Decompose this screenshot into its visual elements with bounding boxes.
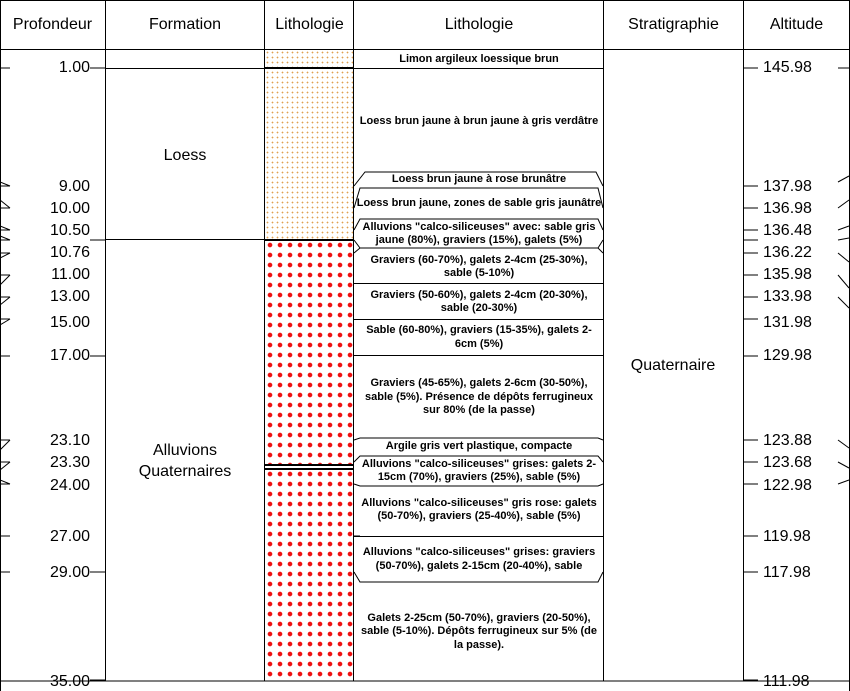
altitude-label: 123.68	[763, 454, 812, 471]
depth-label: 27.00	[49, 528, 90, 545]
formation-alluvions-line1: Alluvions	[152, 442, 218, 459]
header-profondeur: Profondeur	[12, 16, 93, 33]
lithology-boundary	[265, 239, 353, 241]
header-altitude: Altitude	[769, 16, 824, 33]
stratigraphie-label: Quaternaire	[630, 357, 716, 374]
border-left	[0, 0, 1, 691]
description: Graviers (50-60%), galets 2-4cm (20-30%)…	[370, 288, 588, 315]
header-formation: Formation	[148, 16, 222, 33]
altitude-label: 122.98	[763, 477, 812, 494]
formation-alluvions-line2: Quaternaires	[138, 463, 232, 480]
altitude-label: 136.48	[763, 222, 812, 239]
depth-label: 11.00	[51, 266, 90, 283]
column-divider	[264, 0, 265, 681]
depth-label: 29.00	[49, 564, 90, 581]
description: Loess brun jaune à rose brunâtre	[391, 173, 567, 186]
description: Sable (60-80%), graviers (15-35%), galet…	[366, 324, 592, 350]
header-stratigraphie: Stratigraphie	[628, 16, 719, 33]
formation-loess: Loess	[163, 147, 207, 164]
altitude-label: 117.98	[763, 564, 811, 581]
depth-label: 10.50	[49, 222, 90, 239]
description: Galets 2-25cm (50-70%), graviers (20-50%…	[361, 611, 597, 651]
description: Graviers (60-70%), galets 2-4cm (25-30%)…	[370, 253, 588, 280]
depth-label: 35.00	[49, 673, 90, 690]
altitude-label: 136.98	[763, 200, 812, 217]
description: Loess brun jaune à brun jaune à gris ver…	[359, 115, 599, 128]
altitude-label: 135.98	[763, 266, 812, 283]
depth-label: 17.00	[49, 347, 90, 364]
altitude-label: 123.88	[763, 432, 812, 449]
formation-boundary	[105, 68, 264, 69]
lithology-boundary	[265, 468, 353, 470]
column-divider	[603, 0, 604, 681]
depth-label: 10.00	[49, 200, 90, 217]
lithology-boundary	[265, 464, 353, 466]
description: Argile gris vert plastique, compacte	[385, 440, 573, 453]
description: Limon argileux loessique brun	[399, 52, 559, 65]
depth-label: 9.00	[58, 178, 90, 195]
altitude-label: 137.98	[763, 178, 812, 195]
gravel-pattern-upper	[265, 240, 353, 465]
formation-boundary	[105, 239, 264, 240]
altitude-label: 131.98	[763, 314, 812, 331]
header-lithologie-symbol: Lithologie	[275, 16, 344, 33]
lithology-boundary	[265, 67, 353, 69]
gravel-pattern-lower	[265, 469, 353, 681]
altitude-label: 111.98	[763, 673, 810, 690]
depth-label: 10.76	[49, 244, 90, 261]
description: Alluvions "calco-siliceuses" grises: gal…	[361, 457, 597, 484]
altitude-label: 133.98	[763, 288, 812, 305]
description: Alluvions "calco-siliceuses" avec: sable…	[362, 220, 596, 247]
header-bottom-line	[0, 49, 850, 50]
column-divider	[743, 0, 744, 681]
formation-alluvions: Alluvions Quaternaires	[106, 440, 264, 482]
clay-layer	[265, 465, 353, 469]
depth-label: 1.00	[58, 59, 90, 76]
header-lithologie-description: Lithologie	[444, 16, 514, 33]
description: Graviers (45-65%), galets 2-6cm (30-50%)…	[364, 377, 594, 417]
loess-pattern	[265, 50, 353, 239]
column-divider	[353, 0, 354, 681]
description: Alluvions "calco-siliceuses" grises: gra…	[362, 546, 596, 572]
depth-label: 23.10	[49, 432, 90, 449]
depth-label: 23.30	[49, 454, 90, 471]
column-divider	[105, 0, 106, 681]
altitude-label: 129.98	[763, 347, 812, 364]
description: Loess brun jaune, zones de sable gris ja…	[356, 196, 602, 209]
altitude-label: 119.98	[763, 528, 811, 545]
altitude-label: 136.22	[763, 244, 812, 261]
altitude-label: 145.98	[763, 59, 812, 76]
depth-label: 15.00	[49, 314, 90, 331]
depth-label: 24.00	[49, 477, 90, 494]
description: Alluvions "calco-siliceuses" gris rose: …	[361, 496, 597, 523]
depth-label: 13.00	[49, 288, 90, 305]
border-top	[0, 0, 850, 1]
